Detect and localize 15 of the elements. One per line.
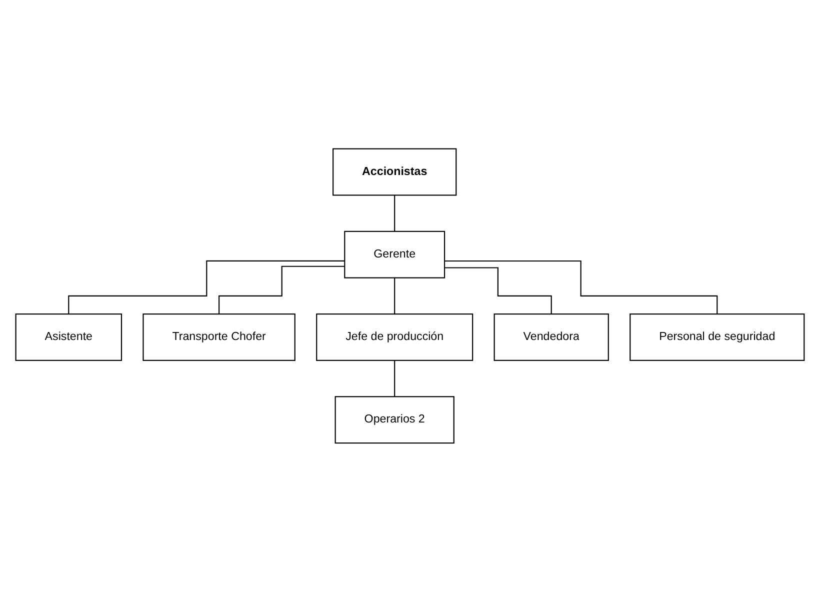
node-box: Personal de seguridad bbox=[629, 314, 804, 362]
node-box: Asistente bbox=[14, 314, 122, 362]
node-box: Vendedora bbox=[493, 314, 608, 362]
connector bbox=[444, 267, 552, 315]
node-box: Transporte Chofer bbox=[142, 314, 295, 362]
node-box: Jefe de producción bbox=[316, 314, 473, 362]
connector bbox=[68, 260, 344, 315]
node-box: Accionistas bbox=[332, 148, 456, 196]
node-box: Operarios 2 bbox=[334, 396, 454, 444]
connector bbox=[218, 266, 344, 315]
connector bbox=[444, 260, 718, 315]
connector bbox=[394, 360, 395, 398]
node-box: Gerente bbox=[344, 230, 445, 278]
connector bbox=[394, 194, 395, 232]
connector bbox=[394, 277, 395, 315]
